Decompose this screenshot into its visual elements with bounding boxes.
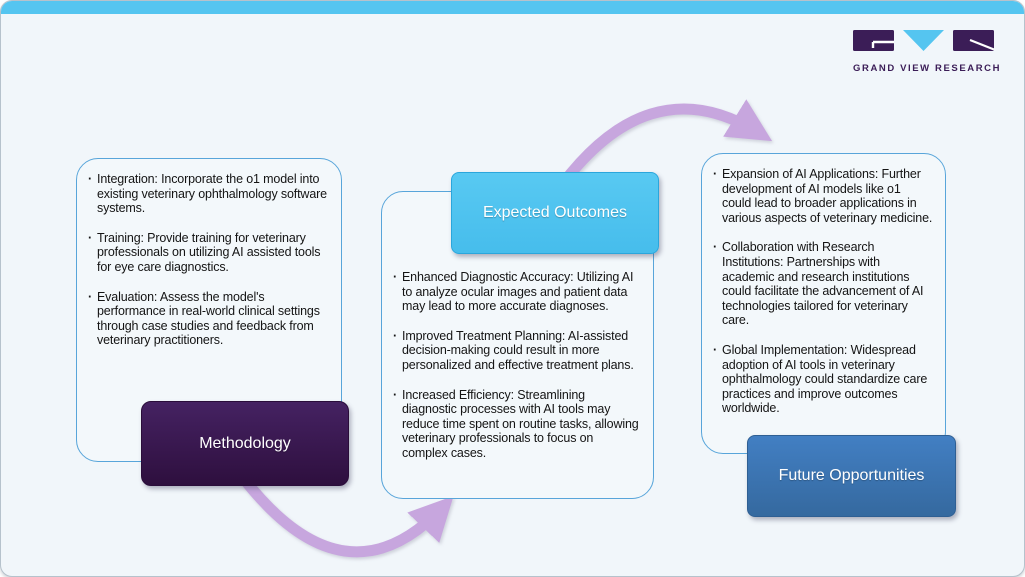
bullet-dot: · [713, 342, 718, 357]
logo-g-block [853, 30, 894, 51]
list-item: · Collaboration with Research Institutio… [713, 240, 933, 328]
list-item: · Increased Efficiency: Streamlining dia… [393, 388, 641, 461]
expected-outcomes-label-text: Expected Outcomes [482, 204, 628, 221]
future-opportunities-card: · Expansion of AI Applications: Further … [701, 153, 946, 454]
list-item: · Training: Provide training for veterin… [88, 231, 329, 275]
future-opportunities-label: Future Opportunities [747, 435, 956, 517]
list-item: · Evaluation: Assess the model's perform… [88, 290, 329, 348]
future-opportunities-label-text: Future Opportunities [778, 467, 925, 484]
list-item: · Expansion of AI Applications: Further … [713, 167, 933, 225]
bullet-dot: · [88, 172, 93, 186]
bullet-text: Increased Efficiency: Streamlining diagn… [402, 387, 639, 460]
list-item: · Enhanced Diagnostic Accuracy: Utilizin… [393, 270, 641, 314]
methodology-card: · Integration: Incorporate the o1 model … [76, 158, 342, 462]
bullet-dot: · [393, 387, 398, 402]
list-item: · Integration: Incorporate the o1 model … [88, 172, 329, 216]
bullet-text: Collaboration with Research Institutions… [722, 240, 924, 328]
bullet-dot: · [88, 230, 93, 245]
top-accent-bar [1, 1, 1024, 14]
expected-outcomes-bullets: · Enhanced Diagnostic Accuracy: Utilizin… [382, 192, 653, 471]
bullet-text: Enhanced Diagnostic Accuracy: Utilizing … [402, 270, 634, 314]
future-opportunities-bullets: · Expansion of AI Applications: Further … [702, 154, 945, 426]
methodology-label: Methodology [141, 401, 349, 486]
bullet-text: Integration: Incorporate the o1 model in… [97, 172, 327, 216]
bullet-text: Evaluation: Assess the model's performan… [97, 289, 320, 348]
bullet-dot: · [713, 240, 718, 255]
bullet-dot: · [393, 270, 398, 284]
bullet-dot: · [713, 167, 718, 181]
bullet-text: Training: Provide training for veterinar… [97, 230, 321, 274]
bullet-text: Improved Treatment Planning: AI-assisted… [402, 328, 634, 372]
bullet-text: Global Implementation: Widespread adopti… [722, 342, 928, 416]
expected-outcomes-label: Expected Outcomes [451, 172, 659, 254]
methodology-bullets: · Integration: Incorporate the o1 model … [77, 159, 341, 358]
gvr-logo-icon [853, 30, 995, 51]
methodology-label-text: Methodology [199, 434, 291, 452]
bullet-dot: · [393, 328, 398, 343]
bullet-dot: · [88, 289, 93, 304]
bullet-text: Expansion of AI Applications: Further de… [722, 167, 933, 225]
list-item: · Improved Treatment Planning: AI-assist… [393, 329, 641, 373]
grand-view-research-logo: GRAND VIEW RESEARCH [853, 30, 1002, 74]
logo-v-triangle [903, 30, 944, 51]
brand-name: GRAND VIEW RESEARCH [853, 63, 1002, 74]
list-item: · Global Implementation: Widespread adop… [713, 343, 933, 416]
